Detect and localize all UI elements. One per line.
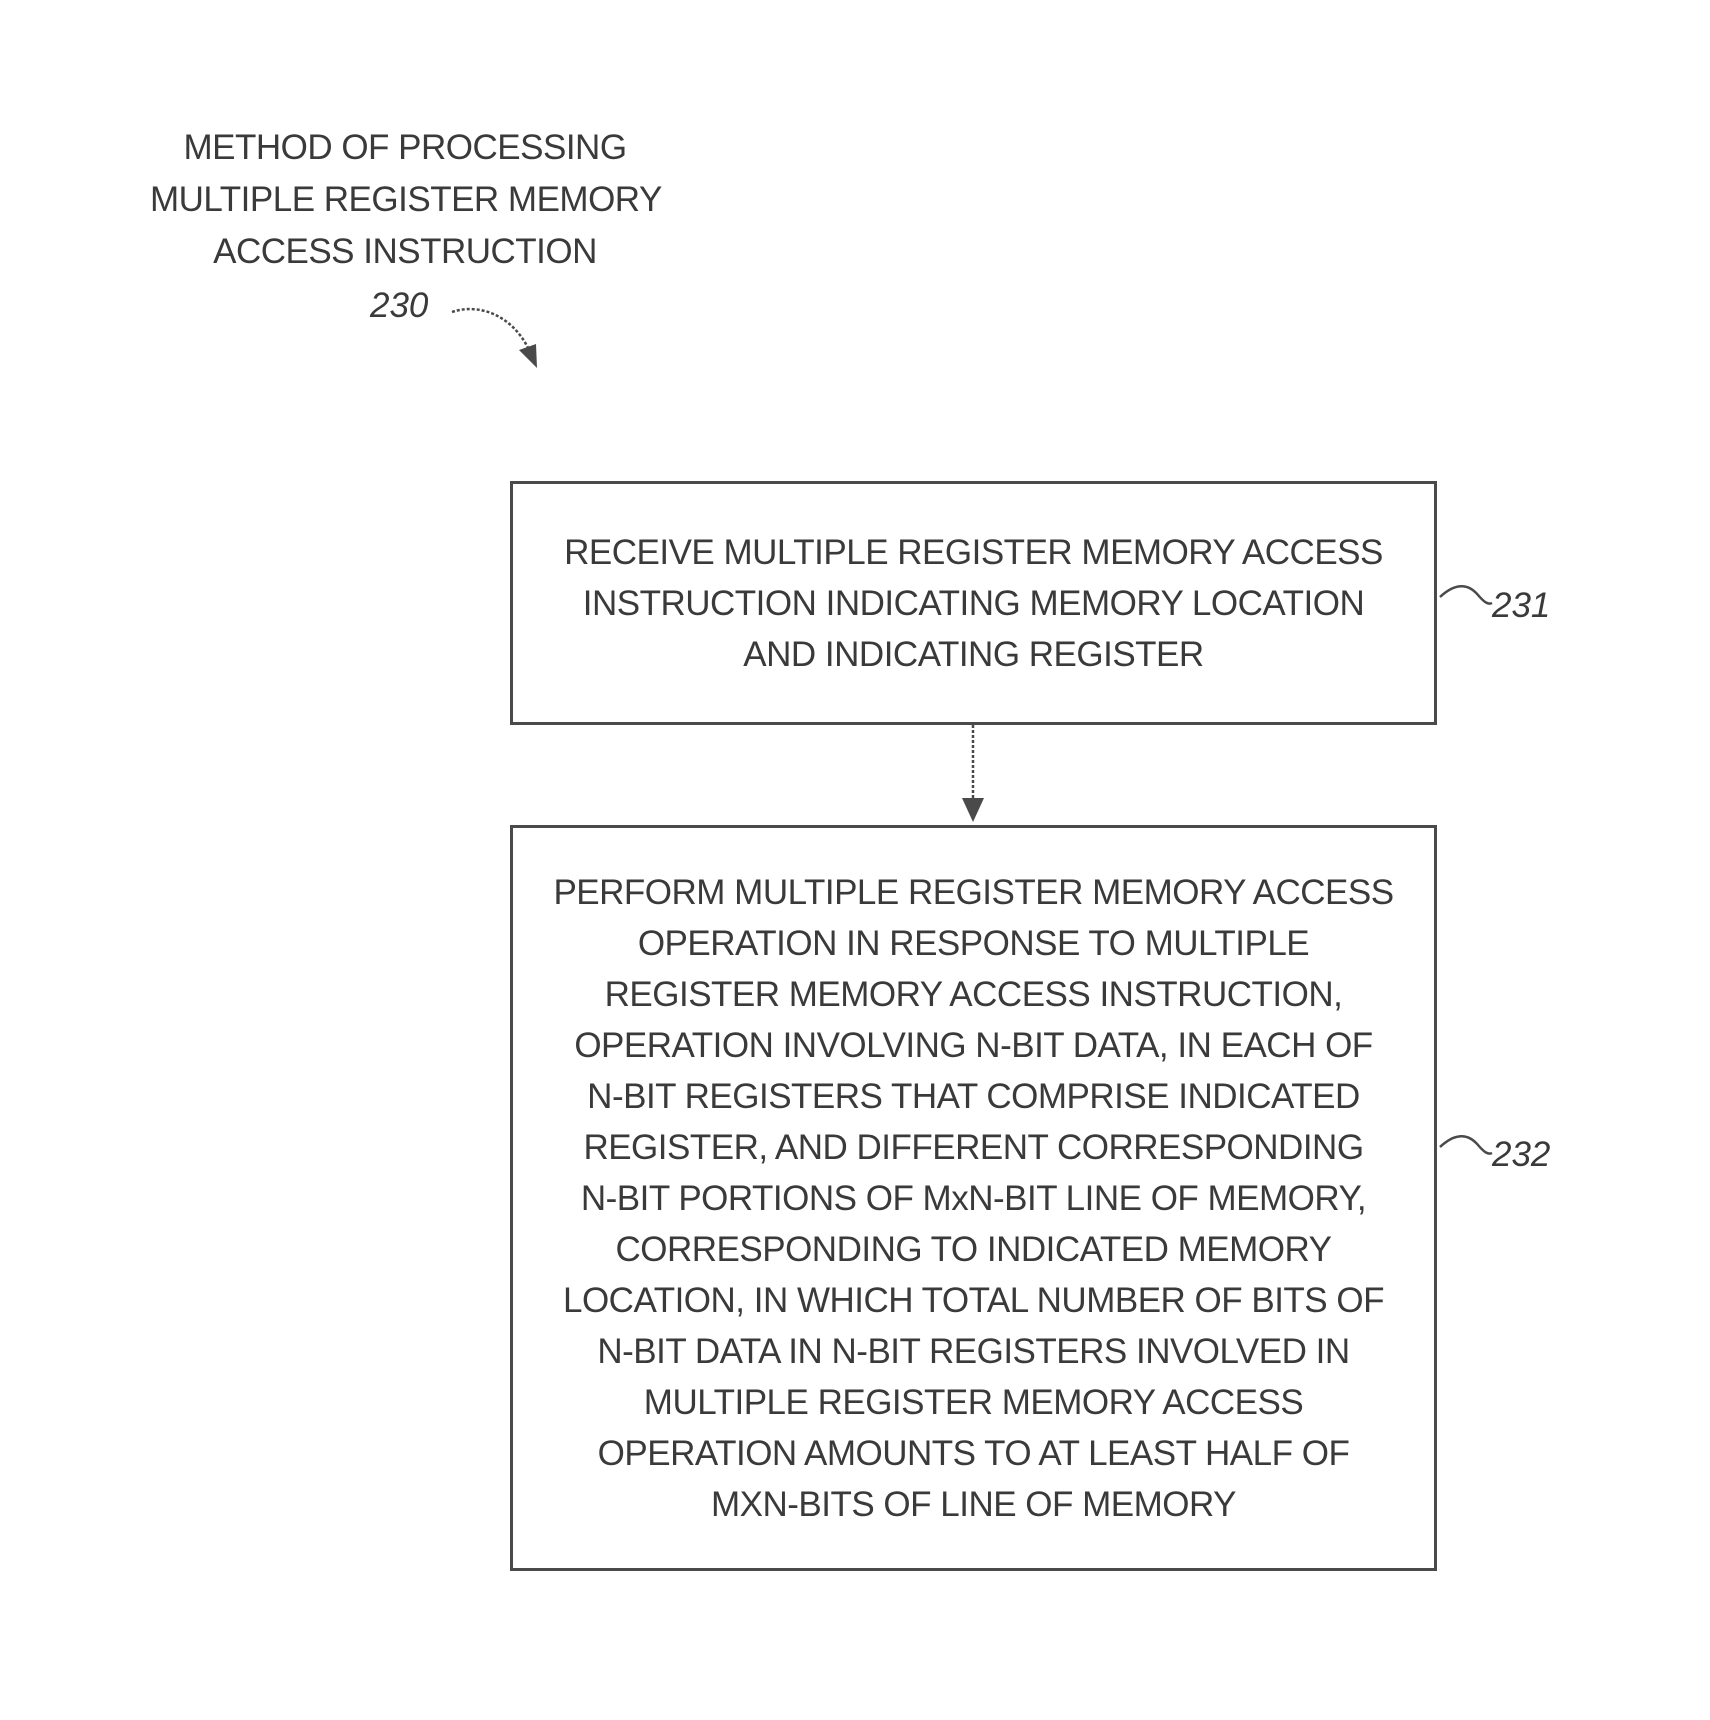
step-232-line-3: REGISTER MEMORY ACCESS INSTRUCTION, bbox=[553, 969, 1393, 1020]
step-231-line-1: RECEIVE MULTIPLE REGISTER MEMORY ACCESS bbox=[564, 527, 1383, 578]
step-232-leader-line bbox=[1440, 1136, 1492, 1153]
step-232-line-12: OPERATION AMOUNTS TO AT LEAST HALF OF bbox=[553, 1428, 1393, 1479]
step-232-line-6: REGISTER, AND DIFFERENT CORRESPONDING bbox=[553, 1122, 1393, 1173]
step-232-line-10: N-BIT DATA IN N-BIT REGISTERS INVOLVED I… bbox=[553, 1326, 1393, 1377]
step-231-leader-line bbox=[1440, 586, 1492, 603]
step-232-line-4: OPERATION INVOLVING N-BIT DATA, IN EACH … bbox=[553, 1020, 1393, 1071]
step-232-line-9: LOCATION, IN WHICH TOTAL NUMBER OF BITS … bbox=[553, 1275, 1393, 1326]
step-232-line-8: CORRESPONDING TO INDICATED MEMORY bbox=[553, 1224, 1393, 1275]
step-231-line-3: AND INDICATING REGISTER bbox=[564, 629, 1383, 680]
step-231-line-2: INSTRUCTION INDICATING MEMORY LOCATION bbox=[564, 578, 1383, 629]
step-232-line-7: N-BIT PORTIONS OF MxN-BIT LINE OF MEMORY… bbox=[553, 1173, 1393, 1224]
step-232-text: PERFORM MULTIPLE REGISTER MEMORY ACCESS … bbox=[553, 867, 1393, 1530]
flow-arrowhead bbox=[962, 798, 984, 822]
figure-title-line-3: ACCESS INSTRUCTION bbox=[150, 232, 660, 272]
step-232-line-13: MXN-BITS OF LINE OF MEMORY bbox=[553, 1479, 1393, 1530]
step-box-perform-operation: PERFORM MULTIPLE REGISTER MEMORY ACCESS … bbox=[510, 825, 1437, 1571]
figure-ref-pointer-arrowhead bbox=[519, 344, 537, 368]
step-231-reference-number: 231 bbox=[1492, 586, 1550, 626]
figure-ref-pointer-arrow bbox=[452, 309, 530, 352]
step-232-line-5: N-BIT REGISTERS THAT COMPRISE INDICATED bbox=[553, 1071, 1393, 1122]
figure-reference-number: 230 bbox=[370, 286, 428, 326]
figure-title-line-1: METHOD OF PROCESSING bbox=[150, 128, 660, 168]
step-232-line-1: PERFORM MULTIPLE REGISTER MEMORY ACCESS bbox=[553, 867, 1393, 918]
step-box-receive-instruction: RECEIVE MULTIPLE REGISTER MEMORY ACCESS … bbox=[510, 481, 1437, 725]
step-232-reference-number: 232 bbox=[1492, 1135, 1550, 1175]
step-232-line-2: OPERATION IN RESPONSE TO MULTIPLE bbox=[553, 918, 1393, 969]
step-232-line-11: MULTIPLE REGISTER MEMORY ACCESS bbox=[553, 1377, 1393, 1428]
figure-title-line-2: MULTIPLE REGISTER MEMORY bbox=[150, 180, 660, 220]
step-231-text: RECEIVE MULTIPLE REGISTER MEMORY ACCESS … bbox=[564, 527, 1383, 680]
